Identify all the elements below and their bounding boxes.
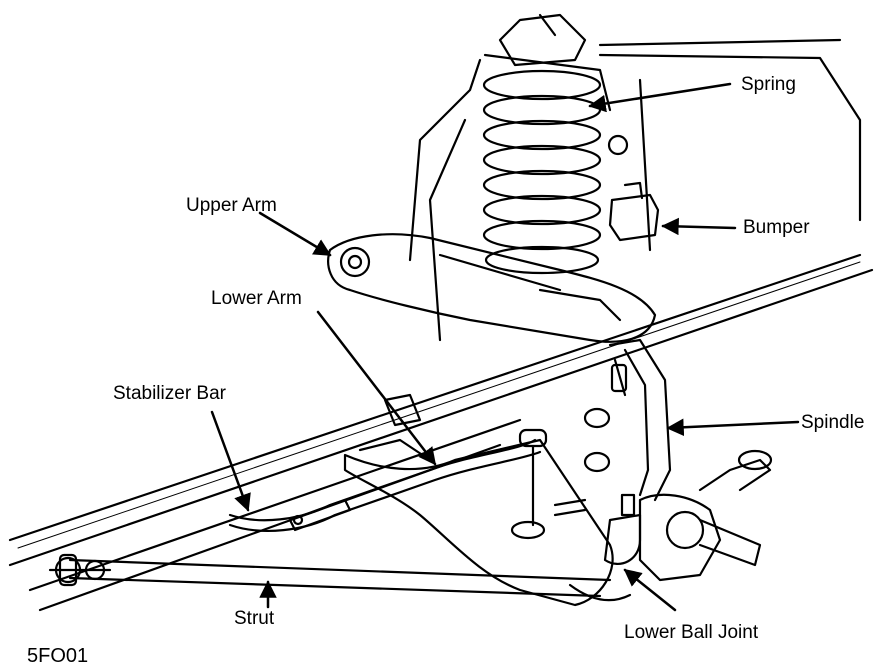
lower-ball-joint <box>568 493 642 602</box>
stabilizer-bar <box>228 438 542 532</box>
lower-arm <box>343 393 614 607</box>
coil-spring <box>482 13 612 275</box>
label-stabilizer-bar: Stabilizer Bar <box>113 383 226 404</box>
upper-arm <box>327 233 657 343</box>
label-lower-arm: Lower Arm <box>211 288 302 309</box>
knuckle-hub <box>638 449 773 582</box>
body-panel <box>408 38 862 342</box>
label-strut: Strut <box>234 608 275 629</box>
leader-lines <box>210 82 800 612</box>
label-spring: Spring <box>741 74 796 95</box>
label-upper-arm: Upper Arm <box>186 195 277 216</box>
label-bumper: Bumper <box>743 217 810 238</box>
figure-code: 5FO01 <box>27 645 89 667</box>
label-lower-ball-joint: Lower Ball Joint <box>624 622 759 643</box>
label-spindle: Spindle <box>801 412 865 433</box>
bumper <box>607 134 660 242</box>
frame-rail <box>8 253 874 612</box>
spindle <box>608 338 672 502</box>
stabilizer-link <box>510 407 611 540</box>
strut-rod <box>48 553 612 598</box>
